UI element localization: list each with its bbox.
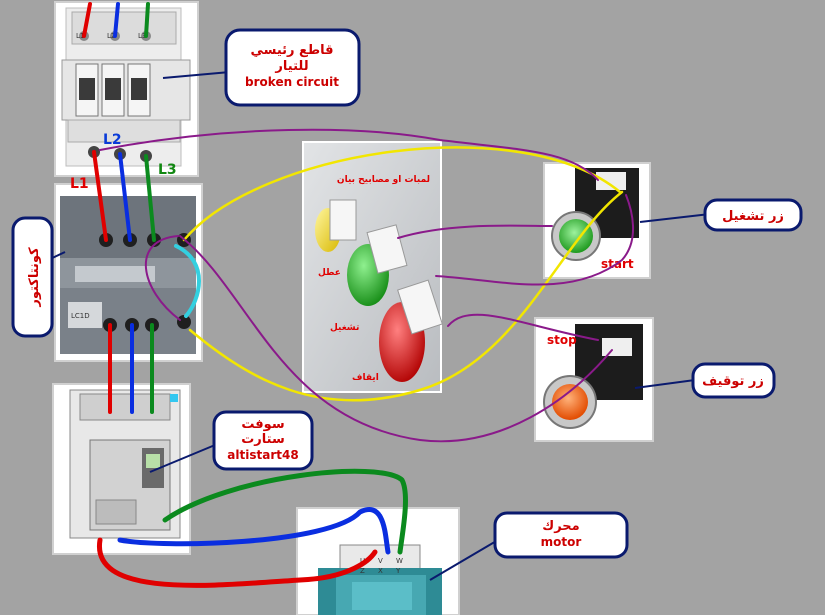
motor-label-line1: محرك bbox=[542, 519, 579, 534]
motor-terminal-z: Z bbox=[360, 567, 365, 575]
phase-label-l2: L2 bbox=[103, 132, 122, 148]
breaker-terminal-l2: L2 bbox=[107, 32, 115, 40]
callout-soft-starter: سوفت ستارت altistart48 bbox=[212, 410, 314, 471]
soft-starter-label-line1: سوفت bbox=[241, 417, 284, 432]
contactor-code: LC1D bbox=[71, 312, 90, 320]
green-lamp-label: تشغيل bbox=[330, 323, 359, 333]
start-button-cap bbox=[559, 219, 593, 253]
callout-start-button: زر تشغيل bbox=[703, 198, 803, 232]
lamps-title: لمبات او مصابيح بيان bbox=[337, 175, 430, 185]
soft-starter bbox=[52, 383, 191, 555]
wires bbox=[82, 2, 635, 588]
phase-label-l1: L1 bbox=[70, 176, 89, 192]
stop-button-cap bbox=[552, 384, 588, 420]
callout-pointers bbox=[47, 71, 711, 581]
red-lamp-label: ايقاف bbox=[352, 373, 379, 383]
callout-motor: محرك motor bbox=[493, 511, 629, 559]
breaker-label-line1: قاطع رئيسي bbox=[250, 43, 333, 58]
motor-terminal-v: V bbox=[378, 557, 383, 565]
callout-stop-button: زر توقيف bbox=[691, 362, 776, 399]
phase-label-l3: L3 bbox=[158, 162, 177, 178]
breaker-terminal-l1: L1 bbox=[76, 32, 84, 40]
soft-starter-label-line3: altistart48 bbox=[227, 448, 298, 462]
breaker-label-line2: للتيار bbox=[274, 59, 308, 74]
soft-starter-label-line2: ستارت bbox=[241, 432, 285, 447]
stop-button-label: زر توقيف bbox=[702, 374, 764, 389]
stop-button-device: stop bbox=[534, 317, 654, 442]
motor-terminal-y: Y bbox=[395, 567, 401, 575]
indicator-lamps: لمبات او مصابيح بيان عطل تشغيل ايقاف bbox=[302, 141, 443, 393]
motor-terminal-x: X bbox=[378, 567, 383, 575]
motor: U V W Z X Y bbox=[296, 507, 460, 615]
stop-label: stop bbox=[547, 333, 577, 347]
yellow-lamp-label: عطل bbox=[318, 268, 341, 278]
motor-label-line2: motor bbox=[541, 535, 582, 549]
breaker-terminal-l3: L3 bbox=[138, 32, 146, 40]
motor-terminal-w: W bbox=[396, 557, 403, 565]
breaker-label-line3: broken circuit bbox=[245, 75, 339, 89]
contactor-label: كونتاكتور bbox=[27, 247, 42, 308]
callout-breaker: قاطع رئيسي للتيار broken circuit bbox=[224, 28, 361, 107]
callout-contactor: كونتاكتور bbox=[11, 216, 54, 338]
start-button-label: زر تشغيل bbox=[722, 209, 784, 224]
main-breaker: L1 L2 L3 bbox=[54, 1, 199, 177]
